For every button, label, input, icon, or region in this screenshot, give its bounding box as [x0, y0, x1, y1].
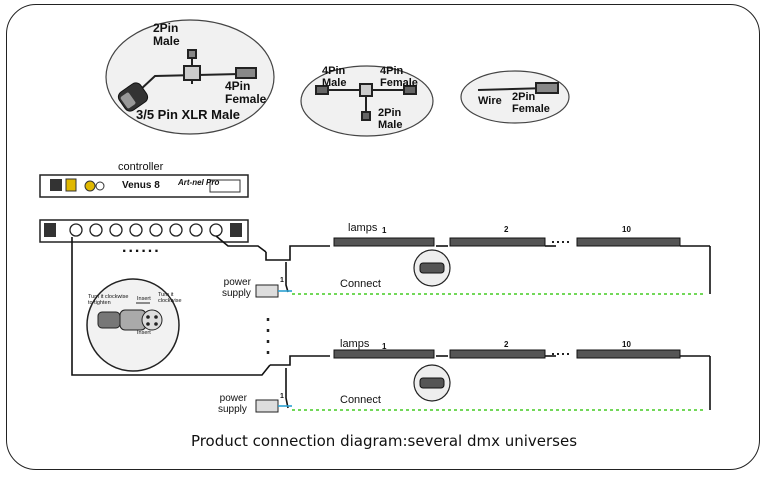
controller-unit [39, 174, 249, 198]
diagram-caption: Product connection diagram:several dmx u… [190, 432, 578, 450]
detail-turn-tighten-label: Turn it clockwise to tighten [88, 294, 129, 306]
controller-model: Venus 8 [122, 180, 160, 191]
universe-1-lamp-10-number: 10 [622, 225, 631, 234]
universe-1-lamps-label: lamps [348, 222, 378, 234]
dmx-wiring [71, 235, 271, 376]
detail-insert-top-label: Insert [137, 296, 151, 302]
controller-brand: Art-nel Pro [178, 178, 220, 187]
cable-2-drawing [315, 83, 417, 121]
diagram-frame [6, 4, 760, 470]
xlr-plug-icon [117, 82, 149, 112]
universe-1-marker: 1 [280, 277, 284, 284]
connector-detail-drawing [97, 302, 163, 331]
cable-1-right-label: 4Pin Female [225, 79, 267, 106]
splitter-ports [69, 223, 223, 237]
universe-2-marker: 1 [280, 393, 284, 400]
universe-1-lamp-2-number: 2 [504, 225, 509, 234]
controller-label: controller [118, 161, 164, 173]
universe-1-lamp-1-number: 1 [382, 226, 387, 235]
detail-turn-right-label: Turn it clockwise [158, 292, 182, 304]
cable-2-right-label: 4Pin Female [380, 65, 418, 89]
universe-1-lamps [333, 237, 681, 247]
universe-1-lines [265, 245, 711, 294]
universe-2-power-box [255, 399, 279, 413]
universe-2-connect-label: Connect [340, 394, 381, 406]
detail-insert-bottom-label: Insert [137, 330, 151, 336]
cable-1-top-label: 2Pin Male [153, 21, 180, 48]
universe-1-power-box [255, 284, 279, 298]
universe-2-lamp-10-number: 10 [622, 340, 631, 349]
cable-3-left-label: Wire [478, 95, 502, 107]
universe-2-lamps [333, 349, 681, 359]
cable-1-bottom-label: 3/5 Pin XLR Male [136, 107, 241, 122]
cable-2-left-label: 4Pin Male [322, 65, 347, 89]
cable-3-right-label: 2Pin Female [512, 91, 550, 115]
universe-2-lamp-1-number: 1 [382, 342, 387, 351]
cable-2-bottom-label: 2Pin Male [378, 107, 403, 131]
universe-2-lines [270, 355, 711, 410]
universe-2-lamp-2-number: 2 [504, 340, 509, 349]
universe-2-detail-plug [419, 377, 445, 389]
ports-ellipsis: ...... [122, 239, 161, 256]
universe-2-power-label: power supply [218, 393, 247, 415]
universe-2-lamps-label: lamps [340, 338, 370, 350]
universe-1-connect-label: Connect [340, 278, 381, 290]
cable-1-drawing [139, 49, 257, 91]
universe-1-power-label: power supply [222, 277, 251, 299]
cable-3-drawing [477, 82, 559, 94]
universe-1-detail-plug [419, 262, 445, 274]
